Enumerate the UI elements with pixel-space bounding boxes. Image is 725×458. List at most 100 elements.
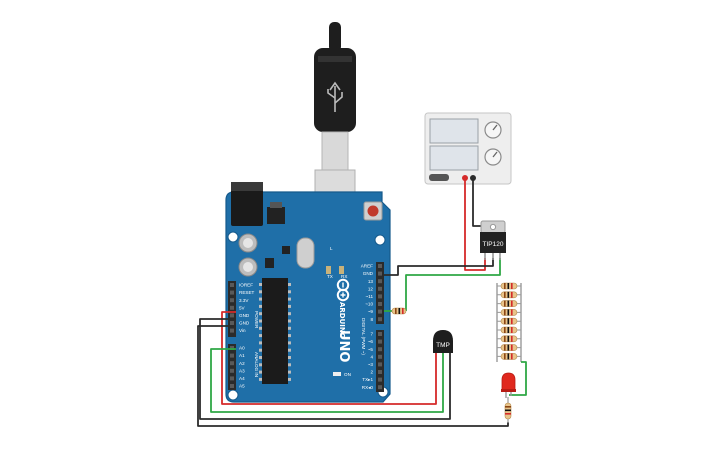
header-pin-hole[interactable] bbox=[230, 328, 234, 333]
header-pin-hole[interactable] bbox=[378, 362, 382, 367]
power-switch-icon[interactable] bbox=[429, 174, 449, 181]
capacitor bbox=[238, 233, 258, 253]
pin-label: ~10 bbox=[365, 302, 373, 307]
current-display bbox=[429, 145, 479, 171]
pin-label: A1 bbox=[239, 353, 245, 358]
header-pin-hole[interactable] bbox=[230, 353, 234, 358]
header-pin-hole[interactable] bbox=[378, 286, 382, 291]
chip-pin bbox=[288, 304, 291, 308]
chip-pin bbox=[259, 348, 262, 352]
pin-label: 8 bbox=[370, 317, 373, 322]
heater-resistor[interactable] bbox=[497, 317, 521, 325]
tmp-sensor-label: TMP bbox=[436, 342, 450, 349]
usb-plug-grip bbox=[318, 56, 352, 62]
wire-psu-negative[interactable] bbox=[472, 178, 484, 227]
wire-led-ground[interactable] bbox=[197, 325, 509, 427]
l-led-label: L bbox=[330, 246, 333, 251]
analog-header[interactable] bbox=[228, 344, 236, 390]
wire-base[interactable] bbox=[405, 258, 501, 311]
header-pin-hole[interactable] bbox=[378, 385, 382, 390]
power-supply[interactable] bbox=[424, 112, 512, 185]
digital-header-upper[interactable] bbox=[376, 262, 384, 324]
heater-resistor[interactable] bbox=[497, 300, 521, 307]
usb-cable-wire bbox=[329, 22, 341, 52]
header-pin-hole[interactable] bbox=[378, 294, 382, 299]
tmp-temperature-sensor[interactable]: TMP bbox=[433, 330, 453, 353]
heater-resistor[interactable] bbox=[497, 291, 521, 299]
chip-pin bbox=[259, 377, 262, 381]
dc-power-jack[interactable] bbox=[231, 182, 263, 226]
header-pin-hole[interactable] bbox=[378, 317, 382, 322]
header-pin-hole[interactable] bbox=[378, 271, 382, 276]
header-pin-hole[interactable] bbox=[378, 264, 382, 268]
header-pin-hole[interactable] bbox=[230, 313, 234, 318]
header-pin-hole[interactable] bbox=[230, 368, 234, 373]
current-knob-icon[interactable] bbox=[484, 148, 502, 166]
wire-tmp-ground[interactable] bbox=[199, 318, 451, 420]
chip-pin bbox=[288, 312, 291, 316]
base-resistor[interactable] bbox=[391, 307, 407, 315]
heater-resistor[interactable] bbox=[497, 353, 521, 360]
pin-label: RESET bbox=[239, 290, 255, 295]
led-resistor[interactable] bbox=[504, 397, 512, 423]
pin-label: GND bbox=[363, 271, 374, 276]
tip120-transistor[interactable]: TIP120 bbox=[480, 220, 506, 260]
header-pin-hole[interactable] bbox=[230, 346, 234, 350]
heater-resistor-array[interactable] bbox=[497, 282, 521, 360]
chip-pin bbox=[259, 283, 262, 286]
wire-gnd-digital[interactable] bbox=[384, 258, 494, 276]
header-pin-hole[interactable] bbox=[378, 354, 382, 359]
heater-resistor[interactable] bbox=[497, 335, 521, 343]
header-pin-hole[interactable] bbox=[230, 290, 234, 295]
pin-label: A5 bbox=[239, 384, 245, 389]
heater-resistor[interactable] bbox=[497, 344, 521, 351]
voltage-knob-icon[interactable] bbox=[484, 121, 502, 139]
transistor-label: TIP120 bbox=[483, 241, 504, 248]
arduino-logo-text: ARDUINO bbox=[338, 302, 346, 339]
wire-led[interactable] bbox=[509, 361, 527, 396]
chip-pin bbox=[288, 341, 291, 345]
header-pin-hole[interactable] bbox=[230, 384, 234, 388]
mounting-hole bbox=[227, 231, 239, 243]
pin-label: A3 bbox=[239, 368, 245, 373]
pin-label: GND bbox=[239, 313, 250, 318]
wire-tmp-signal[interactable] bbox=[210, 348, 444, 413]
chip-pin bbox=[259, 341, 262, 345]
board-model-label: UNO bbox=[336, 330, 351, 363]
header-pin-hole[interactable] bbox=[378, 377, 382, 382]
header-pin-hole[interactable] bbox=[230, 283, 234, 287]
wire-tmp-power[interactable] bbox=[221, 311, 437, 405]
chip-pin bbox=[259, 304, 262, 308]
red-led[interactable] bbox=[501, 372, 516, 398]
header-pin-hole[interactable] bbox=[378, 347, 382, 352]
header-pin-hole[interactable] bbox=[378, 332, 382, 336]
header-pin-hole[interactable] bbox=[378, 339, 382, 344]
header-pin-hole[interactable] bbox=[378, 309, 382, 314]
heater-resistor[interactable] bbox=[497, 282, 521, 290]
digital-section-label: DIGITAL (PWM ~) bbox=[361, 318, 366, 355]
power-section-label: POWER bbox=[254, 311, 259, 329]
digital-header-lower[interactable] bbox=[376, 330, 384, 392]
heater-resistor[interactable] bbox=[497, 309, 521, 316]
smd-component bbox=[326, 266, 331, 274]
header-pin-hole[interactable] bbox=[378, 302, 382, 306]
reset-button[interactable] bbox=[367, 205, 379, 217]
pin-label: A0 bbox=[239, 346, 245, 351]
heater-resistor[interactable] bbox=[497, 326, 521, 334]
header-pin-hole[interactable] bbox=[230, 305, 234, 310]
header-pin-hole[interactable] bbox=[230, 321, 234, 325]
header-pin-hole[interactable] bbox=[230, 298, 234, 303]
pin-label: ~6 bbox=[368, 339, 374, 344]
pin-label: 2 bbox=[370, 370, 373, 375]
pin-label: 13 bbox=[368, 279, 374, 284]
usb-plug-neck bbox=[321, 131, 349, 171]
wire-psu-positive[interactable] bbox=[464, 178, 486, 271]
header-pin-hole[interactable] bbox=[378, 279, 382, 284]
pin-label: IOREF bbox=[239, 283, 253, 288]
header-pin-hole[interactable] bbox=[378, 370, 382, 374]
header-pin-hole[interactable] bbox=[230, 376, 234, 381]
header-pin-hole[interactable] bbox=[230, 361, 234, 366]
arduino-uno-board[interactable]: TX RX L ON ARDUINO UNO POWER ANALOG IN D… bbox=[225, 182, 391, 403]
